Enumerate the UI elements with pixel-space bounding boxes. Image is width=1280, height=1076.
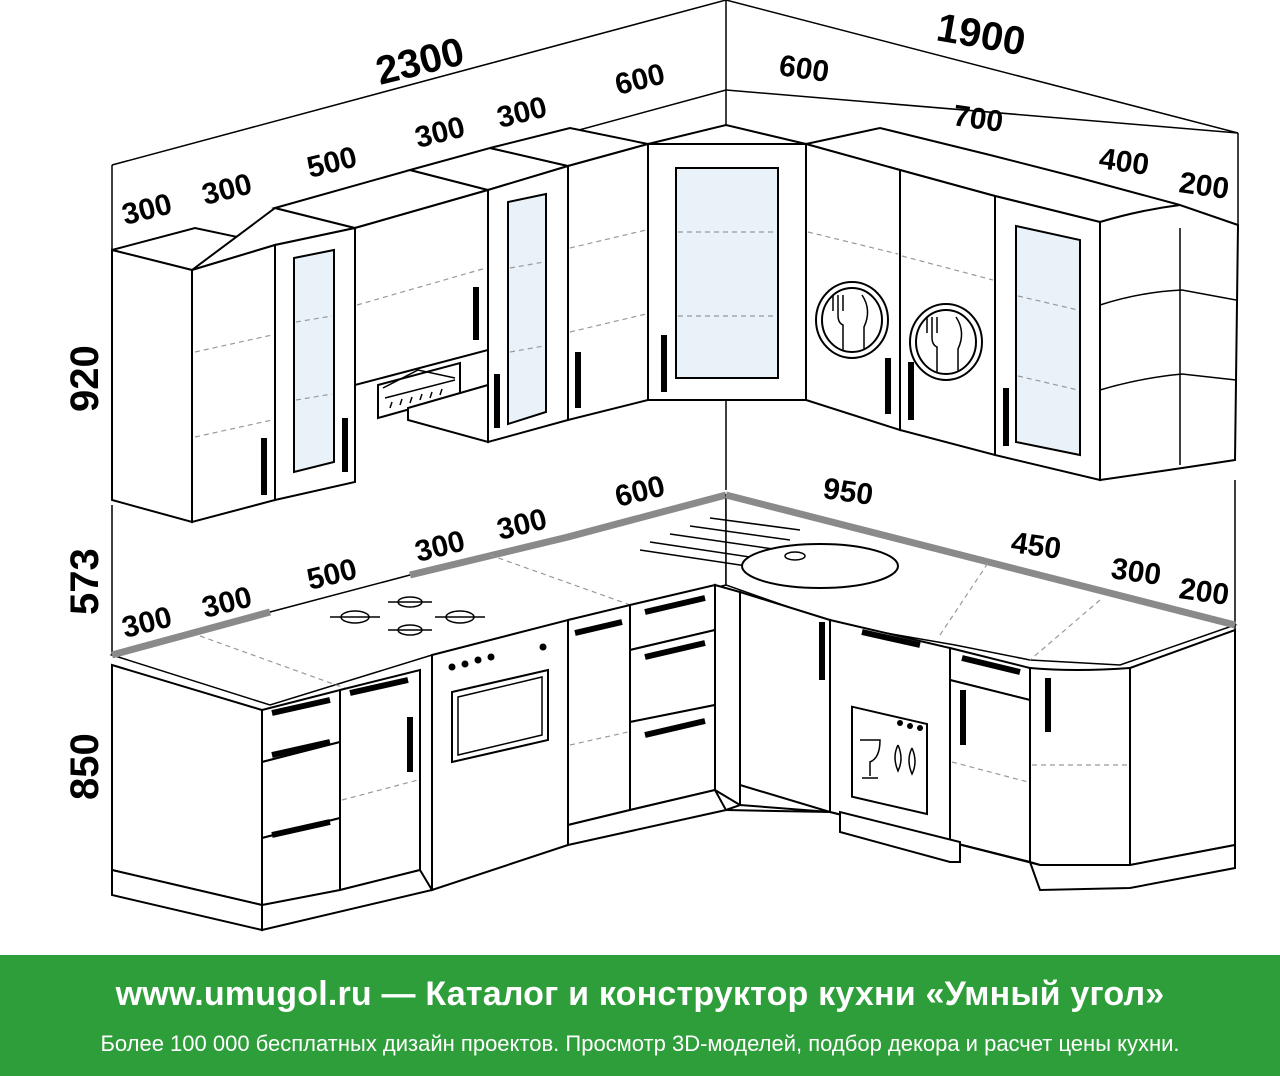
upper-cabinet-side	[111, 248, 193, 524]
promo-banner: www.umugol.ru — Каталог и конструктор ку…	[0, 955, 1280, 1076]
sink-icon	[639, 517, 899, 589]
dim-lower-right-2: 450	[1009, 526, 1063, 566]
base-cabinet-door	[739, 590, 831, 814]
dim-upper-left-3: 500	[304, 141, 361, 185]
base-cabinet-door	[567, 603, 631, 827]
dim-upper-right-1: 600	[777, 49, 831, 89]
dim-height-gap: 573	[63, 548, 107, 615]
dim-upper-left-2: 300	[199, 168, 256, 212]
oven-icon	[431, 618, 569, 892]
glass-panel	[507, 192, 547, 426]
dim-upper-left-5: 300	[494, 91, 551, 135]
dim-upper-left-6: 600	[612, 58, 669, 102]
kitchen-diagram: 2300 1900 300 300 500 300 300 600 600 70…	[63, 0, 1240, 932]
dim-height-lower: 850	[63, 733, 107, 800]
base-cabinet-door	[339, 668, 421, 892]
glass-panel	[293, 248, 335, 474]
dim-lower-right-3: 300	[1109, 552, 1163, 592]
countertop-right	[725, 494, 1238, 666]
glass-panel	[1015, 224, 1081, 457]
dim-height-upper: 920	[63, 345, 107, 412]
dim-wall-left-total: 2300	[372, 30, 469, 94]
banner-headline[interactable]: www.umugol.ru — Каталог и конструктор ку…	[115, 975, 1165, 1013]
dim-upper-left-4: 300	[412, 111, 469, 155]
glass-panel	[675, 167, 779, 379]
upper-cabinets-right	[805, 126, 1240, 482]
banner-subline: Более 100 000 бесплатных дизайн проектов…	[100, 1031, 1180, 1056]
cutlery-plate-icon	[909, 303, 983, 381]
dim-upper-left-1: 300	[119, 188, 176, 232]
dishwasher-icon	[829, 618, 951, 844]
dim-upper-right-3: 400	[1097, 142, 1151, 182]
dim-lower-right-1: 950	[821, 472, 875, 512]
dim-lower-right-4: 200	[1177, 572, 1231, 612]
upper-corner-cabinet	[647, 123, 807, 401]
base-cabinets-right	[639, 491, 1238, 892]
upper-cabinets-left	[111, 126, 649, 524]
open-shelf	[1099, 203, 1240, 482]
dim-wall-right-total: 1900	[933, 6, 1028, 65]
cooktop-burner-icon	[330, 596, 485, 636]
dim-upper-right-2: 700	[951, 99, 1005, 139]
dim-upper-right-4: 200	[1177, 166, 1231, 206]
cutlery-plate-icon	[815, 281, 889, 359]
dim-lower-left-6: 600	[612, 470, 669, 514]
